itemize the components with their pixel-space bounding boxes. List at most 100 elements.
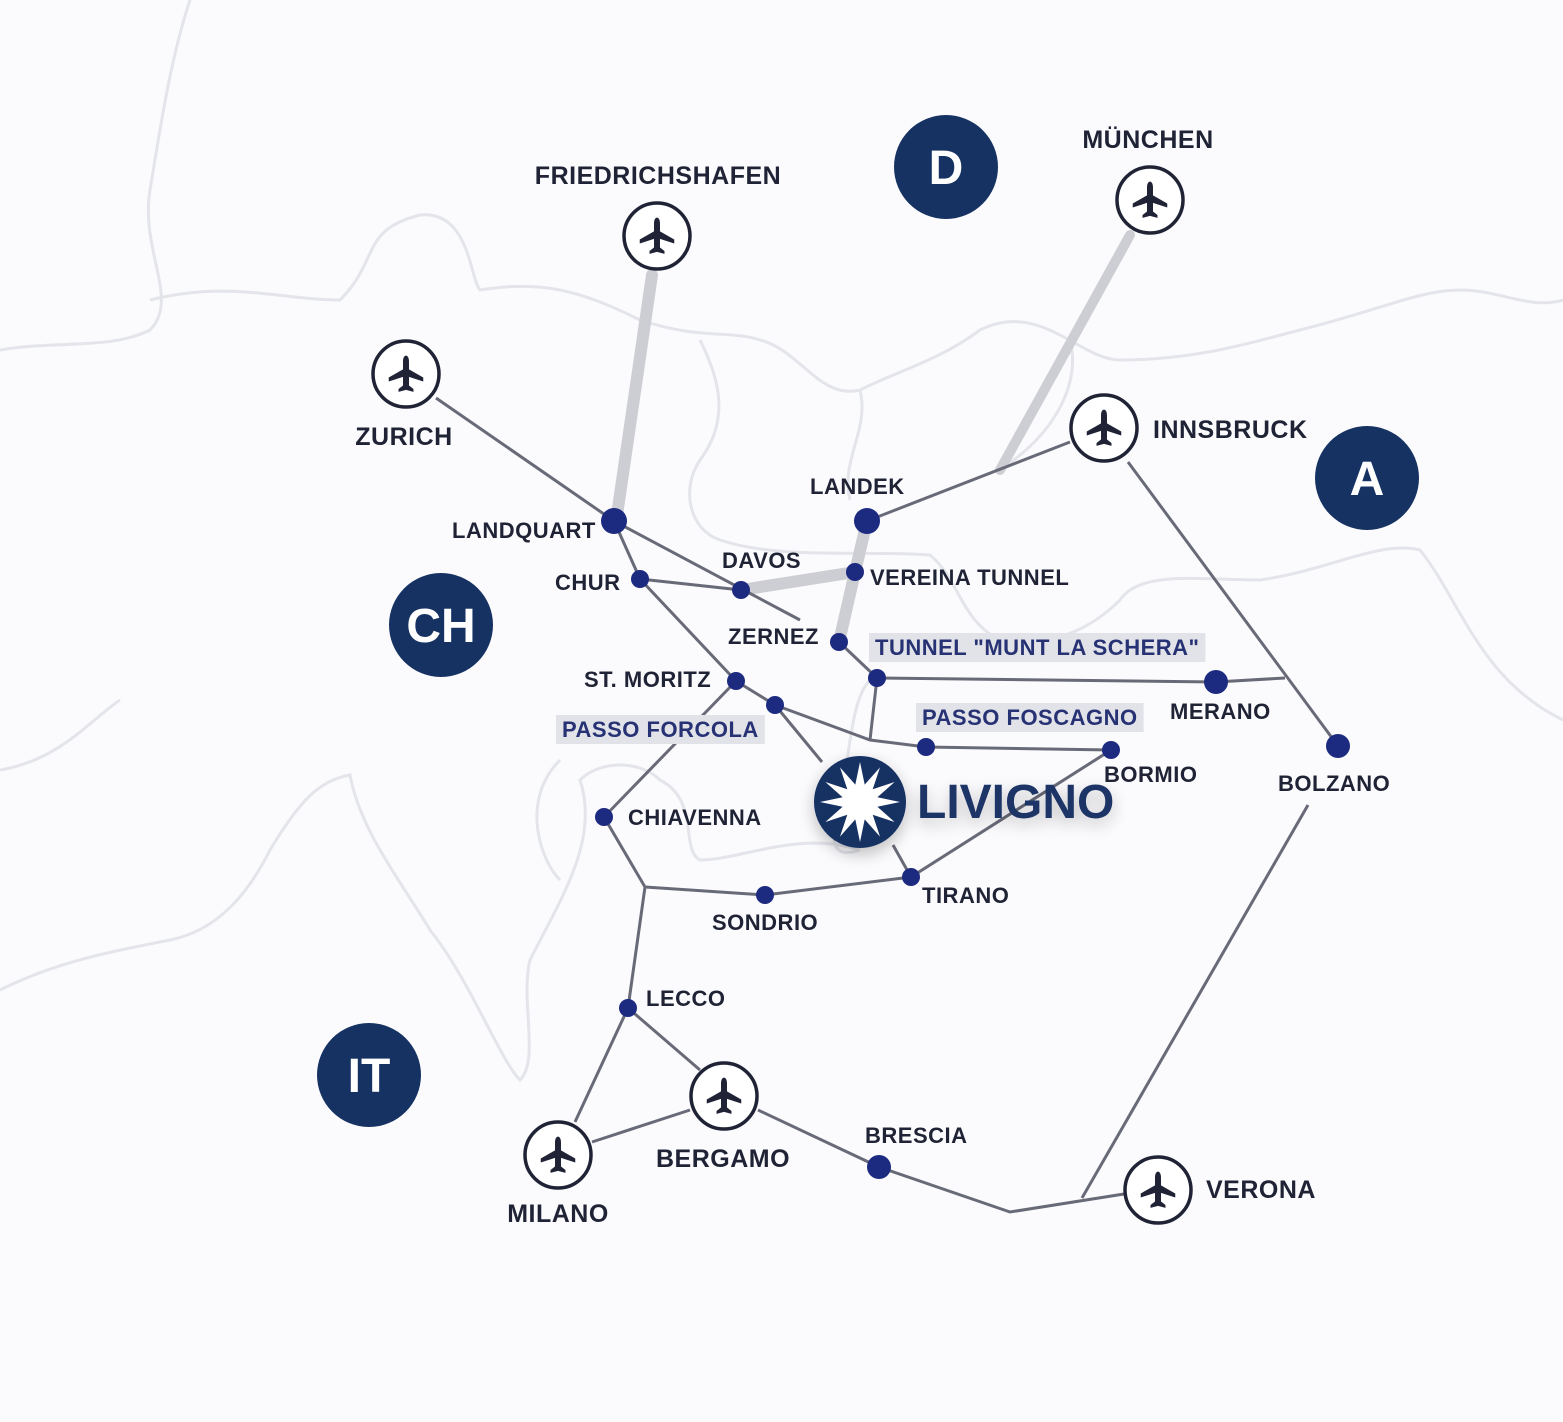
place-label-stmoritz: ST. MORITZ	[584, 667, 711, 692]
airport-verona[interactable]: VERONA	[1123, 1155, 1316, 1225]
place-label-landek: LANDEK	[810, 474, 905, 499]
route-line	[644, 748, 1112, 897]
route-line	[591, 1108, 691, 1144]
route-line	[639, 577, 742, 592]
country-markers: D A CH IT	[317, 115, 1419, 1127]
country-marker-d: D	[894, 115, 998, 219]
place-labels: LANDQUART CHUR DAVOS VEREINA TUNNEL LANDEK ZE…	[452, 474, 1390, 1148]
border-line	[0, 763, 861, 1083]
airplane-icon	[1086, 409, 1122, 446]
airport-label: MÜNCHEN	[1082, 125, 1213, 154]
border-line	[149, 213, 1563, 393]
place-dot-lecco	[619, 999, 637, 1017]
airplane-icon	[540, 1136, 576, 1173]
country-marker-ch: CH	[389, 573, 493, 677]
airport-zurich[interactable]: ZURICH	[355, 339, 452, 451]
country-marker-a: A	[1315, 426, 1419, 530]
place-label-landquart: LANDQUART	[452, 518, 596, 543]
route-line	[1126, 461, 1340, 747]
border-line	[0, 698, 121, 772]
place-label-chiavenna: CHIAVENNA	[628, 805, 762, 830]
airport-milano[interactable]: MILANO	[507, 1120, 609, 1228]
route-line	[602, 679, 738, 819]
airplane-icon	[706, 1077, 742, 1114]
airport-label: INNSBRUCK	[1153, 416, 1308, 444]
airport-munchen[interactable]: MÜNCHEN	[1082, 125, 1213, 235]
airport-friedrichshafen[interactable]: FRIEDRICHSHAFEN	[535, 162, 781, 271]
destination-label: LIVIGNO	[917, 776, 1114, 829]
route-line	[573, 1007, 630, 1123]
place-dot-brescia	[867, 1155, 891, 1179]
place-label-brescia: BRESCIA	[865, 1123, 968, 1148]
place-label-zernez: ZERNEZ	[728, 624, 819, 649]
airport-label: ZURICH	[355, 423, 452, 451]
country-circle	[389, 573, 493, 677]
place-label-foscagno: PASSO FOSCAGNO	[922, 705, 1138, 730]
place-label-bolzano: BOLZANO	[1278, 771, 1390, 796]
route-line	[773, 704, 824, 763]
country-code: D	[929, 142, 964, 195]
livigno-star-logo	[814, 756, 906, 848]
place-dots	[595, 508, 1350, 1179]
place-label-merano: MERANO	[1170, 699, 1271, 724]
route-line	[1080, 804, 1310, 1199]
airport-bergamo[interactable]: BERGAMO	[656, 1061, 790, 1173]
airports: FRIEDRICHSHAFEN MÜNCHEN ZURICH INNSBRUCK BER…	[355, 125, 1316, 1228]
airplane-icon	[388, 355, 424, 392]
major-route	[833, 515, 873, 648]
label-highlight	[556, 715, 765, 744]
route-line	[774, 703, 1112, 752]
airport-label: VERONA	[1206, 1176, 1316, 1204]
country-circle	[1315, 426, 1419, 530]
country-circle	[894, 115, 998, 219]
place-dot-vereina	[846, 563, 864, 581]
place-label-chur: CHUR	[555, 570, 621, 595]
place-dot-foscagno	[917, 738, 935, 756]
place-dot-davos	[732, 581, 750, 599]
route-line	[866, 440, 1071, 523]
border-line	[0, 0, 192, 352]
route-line	[757, 1108, 1125, 1214]
place-dot-bormio	[1102, 741, 1120, 759]
major-route	[995, 230, 1135, 475]
country-code: CH	[406, 600, 475, 653]
place-label-davos: DAVOS	[722, 548, 801, 573]
airport-label: BERGAMO	[656, 1145, 790, 1173]
place-dot-forcola	[766, 696, 784, 714]
country-marker-it: IT	[317, 1023, 421, 1127]
airplane-icon	[1132, 181, 1168, 218]
place-dot-merano	[1204, 670, 1228, 694]
place-label-vereina: VEREINA TUNNEL	[870, 565, 1069, 590]
place-dot-sondrio	[756, 886, 774, 904]
airport-innsbruck[interactable]: INNSBRUCK	[1069, 393, 1308, 463]
place-dot-chur	[631, 570, 649, 588]
major-route	[611, 269, 658, 521]
border-line	[999, 339, 1074, 472]
route-line	[868, 677, 879, 741]
major-route	[735, 566, 861, 596]
route-line	[627, 1006, 701, 1072]
country-circle	[317, 1023, 421, 1127]
route-line	[602, 816, 647, 1009]
place-label-forcola: PASSO FORCOLA	[562, 717, 759, 742]
airport-label: FRIEDRICHSHAFEN	[535, 162, 781, 190]
airplane-icon	[1140, 1171, 1176, 1208]
country-code: IT	[348, 1050, 391, 1103]
destination-livigno[interactable]: LIVIGNO	[814, 756, 1114, 848]
place-dot-landek	[854, 508, 880, 534]
place-dot-stmoritz	[727, 672, 745, 690]
place-dot-chiavenna	[595, 808, 613, 826]
place-dot-landquart	[601, 508, 627, 534]
place-label-lecco: LECCO	[646, 986, 726, 1011]
border-line	[535, 758, 562, 882]
label-highlight	[869, 633, 1206, 662]
place-dot-munt	[868, 669, 886, 687]
airport-label: MILANO	[507, 1200, 609, 1228]
airplane-icon	[639, 217, 675, 254]
place-dot-tirano	[902, 868, 920, 886]
place-label-munt: TUNNEL "MUNT LA SCHERA"	[875, 635, 1199, 660]
label-highlight	[916, 703, 1144, 732]
border-line	[719, 538, 1563, 722]
border-line	[846, 389, 864, 501]
